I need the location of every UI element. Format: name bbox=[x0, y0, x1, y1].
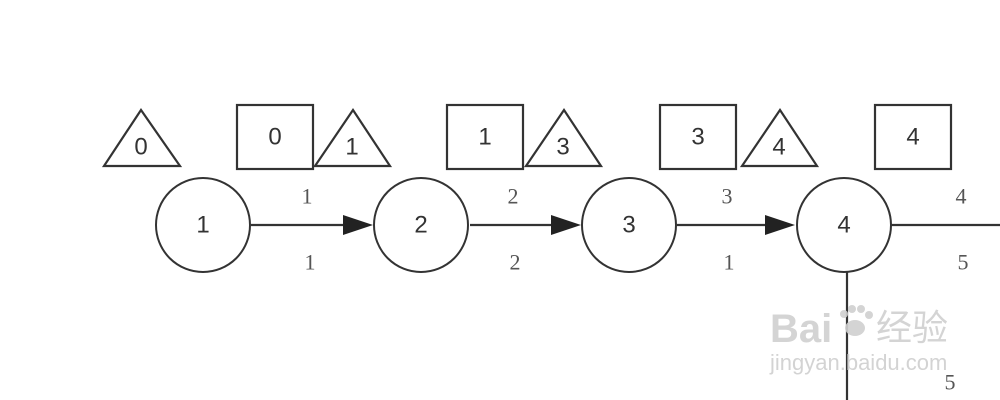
triangle-1-label: 1 bbox=[345, 134, 358, 161]
lower-label-2: 2 bbox=[510, 250, 521, 275]
node-1-label: 1 bbox=[196, 212, 209, 239]
lower-label-1: 1 bbox=[305, 250, 316, 275]
arrowhead-1-2 bbox=[343, 215, 373, 235]
upper-label-4: 4 bbox=[956, 184, 967, 209]
node-4-label: 4 bbox=[837, 212, 850, 239]
watermark-chinese: 经验 bbox=[876, 308, 948, 349]
lower-label-3: 1 bbox=[724, 250, 735, 275]
triangle-3-label: 3 bbox=[556, 134, 569, 161]
square-1 bbox=[445, 103, 525, 171]
triangle-4-label: 4 bbox=[772, 134, 785, 161]
square-3-label: 3 bbox=[691, 124, 704, 151]
triangle-4 bbox=[739, 108, 820, 168]
node-1 bbox=[155, 177, 251, 273]
arrowhead-3-4 bbox=[765, 215, 795, 235]
triangle-0 bbox=[101, 108, 183, 168]
arrowhead-2-3 bbox=[551, 215, 581, 235]
watermark-url: jingyan.baidu.com bbox=[769, 350, 947, 375]
node-3 bbox=[581, 177, 677, 273]
vertical-label: 5 bbox=[945, 370, 956, 395]
watermark-brand: Bai bbox=[770, 307, 832, 351]
triangle-3 bbox=[523, 108, 604, 168]
paw-icon bbox=[840, 305, 873, 336]
baidu-watermark: Bai du 经验 jingyan.baidu.com bbox=[769, 305, 948, 375]
square-1-label: 1 bbox=[478, 124, 491, 151]
triangle-0-label: 0 bbox=[134, 134, 147, 161]
upper-label-2: 2 bbox=[508, 184, 519, 209]
square-0 bbox=[235, 103, 315, 171]
upper-label-1: 1 bbox=[302, 184, 313, 209]
node-2-label: 2 bbox=[414, 212, 427, 239]
square-4-label: 4 bbox=[906, 124, 919, 151]
square-0-label: 0 bbox=[268, 124, 281, 151]
upper-label-3: 3 bbox=[722, 184, 733, 209]
node-4 bbox=[796, 177, 892, 273]
square-3 bbox=[658, 103, 738, 171]
square-4 bbox=[873, 103, 953, 171]
lower-label-4: 5 bbox=[958, 250, 969, 275]
triangle-1 bbox=[312, 108, 393, 168]
node-2 bbox=[373, 177, 469, 273]
node-3-label: 3 bbox=[622, 212, 635, 239]
